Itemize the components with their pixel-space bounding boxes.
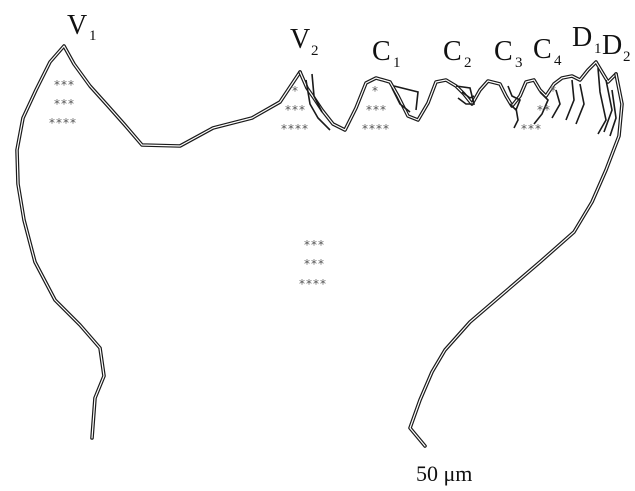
label-c3-letter: C [494, 36, 513, 67]
cusp-detail-d2-b [604, 80, 612, 132]
cusp-detail-d1 [566, 80, 574, 120]
stars-v1-line3: **** [49, 116, 77, 130]
outline-right-side-stroke [410, 74, 622, 446]
label-d2: D 2 [602, 30, 631, 65]
label-c3-subscript: 3 [515, 55, 523, 71]
cusp-detail-d1-b [576, 84, 584, 124]
label-c2-letter: C [443, 36, 462, 67]
stars-body-line1: *** [304, 238, 325, 252]
stars-body-line3: **** [299, 277, 327, 291]
label-c2: C 2 [443, 36, 472, 71]
stars-c4-line2: ** [537, 103, 551, 117]
stars-c1-line3: **** [362, 122, 390, 136]
stars-c1: * *** **** [362, 84, 390, 136]
stars-v1-line2: *** [54, 97, 75, 111]
label-d1-letter: D [572, 22, 592, 53]
label-c4: C 4 [533, 34, 562, 69]
label-c4-letter: C [533, 34, 552, 65]
label-v2-subscript: 2 [311, 43, 319, 59]
label-v2: V 2 [290, 24, 319, 59]
stars-v2-line1: * [292, 84, 299, 98]
label-d2-subscript: 2 [623, 49, 631, 65]
scale-bar-label: 50 μm [416, 461, 472, 486]
cusp-detail-c3-b [514, 108, 518, 128]
stars-c1-line2: *** [366, 103, 387, 117]
label-v1-letter: V [67, 10, 87, 41]
label-v1-subscript: 1 [89, 28, 97, 44]
stars-v1-line1: *** [54, 78, 75, 92]
outline-right-side-highlight [410, 74, 622, 446]
label-c1-subscript: 1 [393, 55, 401, 71]
stars-v2-line3: **** [281, 122, 309, 136]
outline-crown-ridge [300, 62, 616, 130]
stars-v2-line2: *** [285, 103, 306, 117]
stars-body: *** *** **** [299, 238, 327, 291]
stars-v1: *** *** **** [49, 78, 77, 130]
stars-c4: * ** *** [521, 84, 557, 136]
label-c4-subscript: 4 [554, 53, 562, 69]
stars-c1-line1: * [372, 84, 379, 98]
outline-crown-ridge-stroke [300, 62, 616, 130]
stars-c4-line3: *** [521, 122, 542, 136]
outline-crown-ridge-highlight [300, 62, 616, 130]
label-v1: V 1 [67, 10, 97, 44]
outline-right-side [410, 74, 622, 446]
label-c1: C 1 [372, 36, 401, 71]
stars-c4-line1: * [550, 84, 557, 98]
label-d1-subscript: 1 [594, 41, 602, 57]
stars-body-line2: *** [304, 257, 325, 271]
label-c1-letter: C [372, 36, 391, 67]
label-c2-subscript: 2 [464, 55, 472, 71]
label-d1: D 1 [572, 22, 602, 57]
label-c3: C 3 [494, 36, 523, 71]
label-d2-letter: D [602, 30, 622, 61]
label-v2-letter: V [290, 24, 310, 55]
